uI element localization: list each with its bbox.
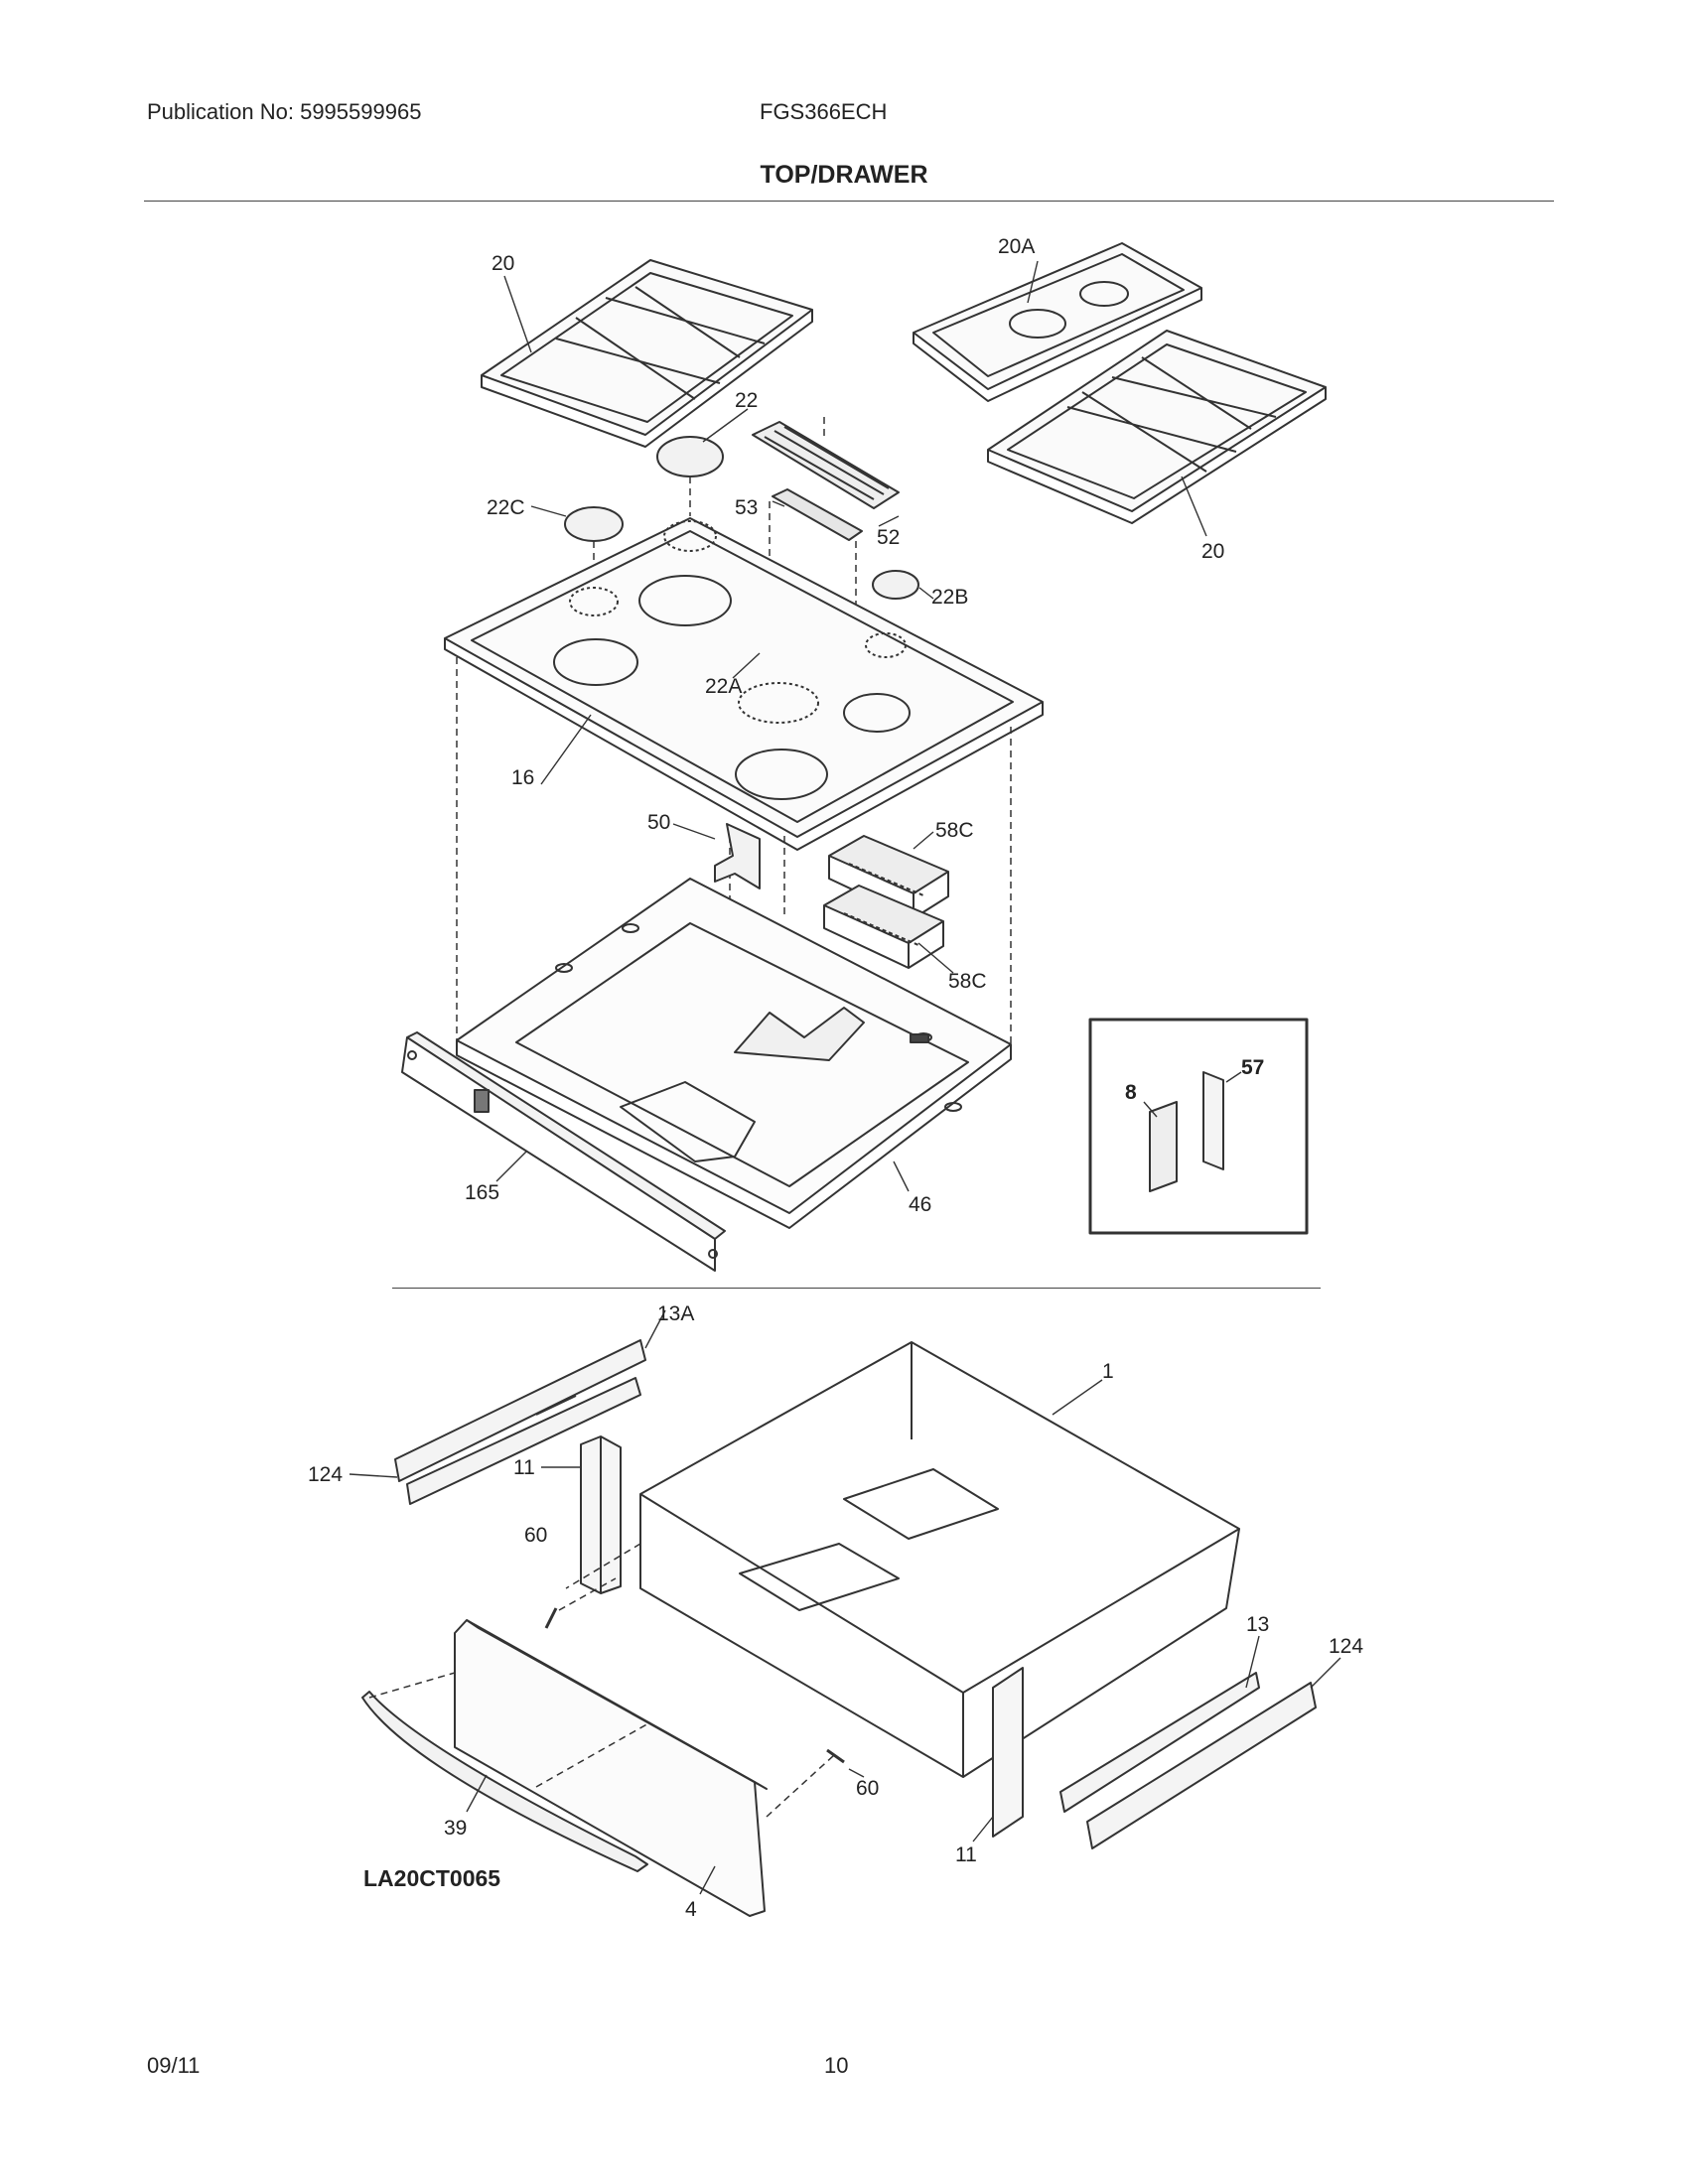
callout-20-right: 20: [1201, 540, 1224, 563]
cooktop-part: [444, 517, 1044, 851]
footer-date: 09/11: [147, 2053, 201, 2078]
burner-cap-22b: [872, 570, 919, 600]
callout-8: 8: [1125, 1081, 1137, 1104]
publication-number: Publication No: 5995599965: [147, 99, 422, 124]
handle-part: [361, 1691, 648, 1872]
inset-parts: [1149, 1071, 1224, 1192]
bracket-50-part: [714, 823, 761, 889]
vent-grille-part: [772, 488, 863, 541]
callout-22c: 22C: [487, 496, 525, 519]
insulation-lower-part: [823, 885, 944, 969]
vent-trim-part: [752, 421, 900, 509]
callout-13a: 13A: [657, 1302, 694, 1325]
callout-58c-lower: 58C: [948, 970, 987, 993]
callout-46: 46: [909, 1193, 931, 1216]
inset-box: [1088, 1018, 1309, 1235]
callout-4: 4: [685, 1898, 697, 1921]
grate-right-part: [987, 330, 1327, 524]
bracket-11-left-part: [580, 1435, 622, 1594]
callout-124-right: 124: [1329, 1635, 1363, 1658]
callout-60-left: 60: [524, 1524, 547, 1547]
callout-22a: 22A: [705, 675, 742, 698]
screw-60-right-part: [826, 1748, 845, 1764]
callout-58c-upper: 58C: [935, 819, 974, 842]
callout-165: 165: [465, 1181, 499, 1204]
slide-left-part: [394, 1339, 646, 1505]
burner-cap-22: [656, 436, 724, 478]
drawer-part: [639, 1341, 1240, 1838]
burner-cap-22c: [564, 506, 624, 542]
grate-center-part: [913, 242, 1202, 402]
callout-50: 50: [647, 811, 670, 834]
front-rail-part: [401, 1031, 726, 1272]
drawer-panel-part: [454, 1619, 768, 1917]
header-rule: [144, 201, 1554, 202]
callout-13: 13: [1246, 1613, 1269, 1636]
model-number: FGS366ECH: [760, 99, 888, 124]
callout-124-left: 124: [308, 1463, 343, 1486]
diagram-code: LA20CT0065: [363, 1865, 500, 1891]
callout-11-left: 11: [513, 1456, 535, 1479]
callout-52: 52: [877, 526, 900, 549]
callout-20a: 20A: [998, 235, 1035, 258]
page-number: 10: [824, 2053, 849, 2078]
slide-right-part: [1059, 1672, 1317, 1849]
callout-20-left: 20: [492, 252, 514, 275]
page-title: TOP/DRAWER: [760, 161, 928, 189]
callout-60-right: 60: [856, 1777, 879, 1800]
grate-left-part: [481, 259, 813, 448]
callout-16: 16: [511, 766, 534, 789]
callout-57: 57: [1241, 1056, 1264, 1079]
callout-22: 22: [735, 389, 758, 412]
section-divider: [392, 1288, 1321, 1289]
callout-53: 53: [735, 496, 758, 519]
callout-22b: 22B: [931, 586, 968, 609]
callout-11-right: 11: [955, 1843, 977, 1866]
callout-39: 39: [444, 1817, 467, 1840]
callout-1: 1: [1102, 1360, 1114, 1383]
main-top-part: [456, 878, 1012, 1229]
screw-60-left-part: [544, 1607, 558, 1629]
